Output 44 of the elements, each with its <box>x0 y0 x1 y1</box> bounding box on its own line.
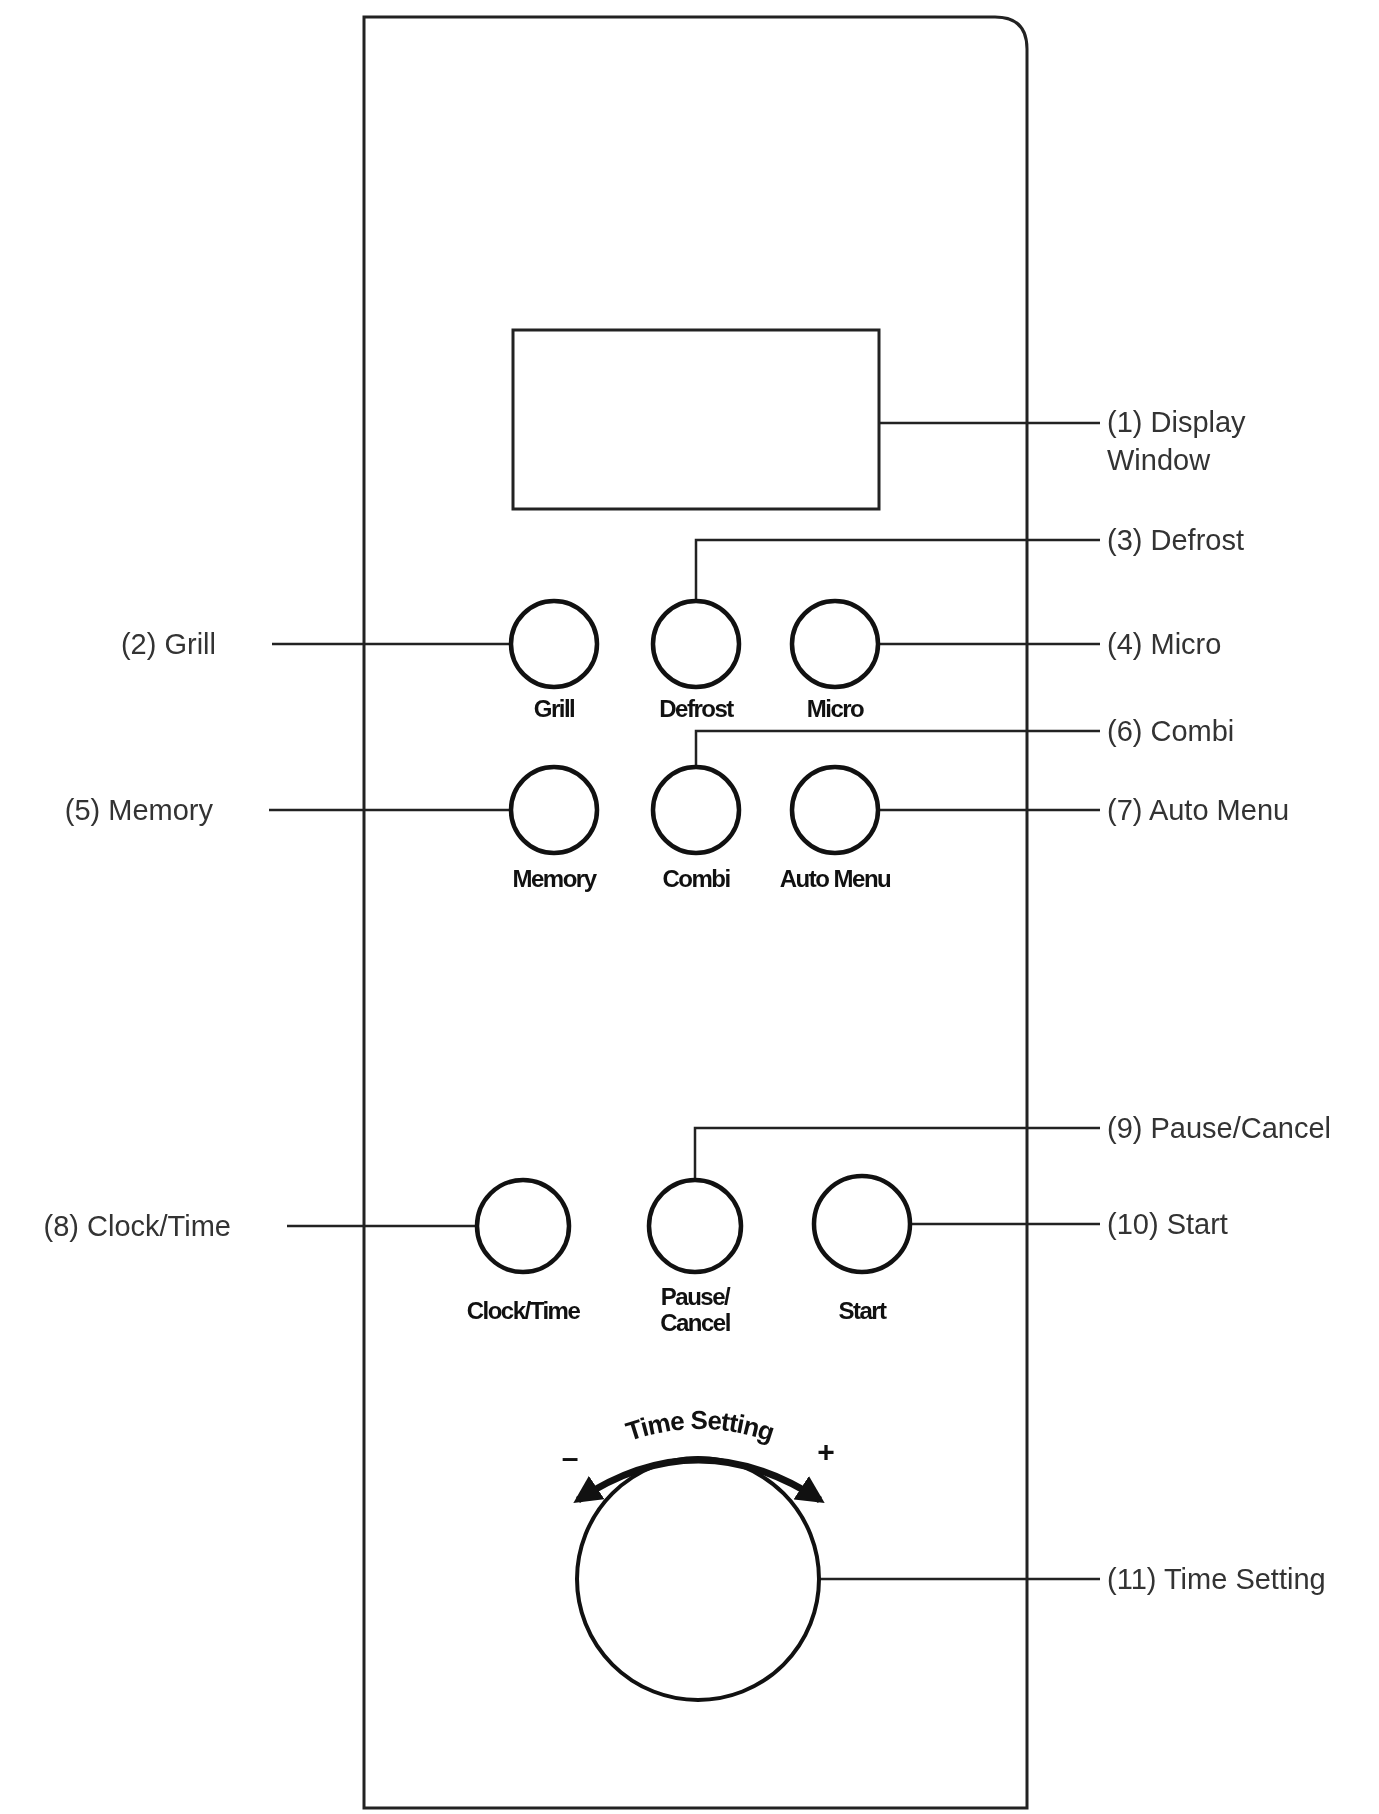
button-label: Micro <box>805 696 865 722</box>
callout-label: (10) Start <box>1107 1205 1228 1243</box>
callout-label: (2) Grill <box>120 625 216 663</box>
callout-label: (7) Auto Menu <box>1107 791 1290 829</box>
leader-line <box>694 538 1100 601</box>
leader-line <box>910 1222 1100 1226</box>
round-button <box>508 764 600 856</box>
callout-label: (9) Pause/Cancel <box>1107 1109 1332 1147</box>
button-label: Combi <box>661 866 731 892</box>
button-label: Auto Menu <box>778 866 892 892</box>
callout-label: (11) Time Setting <box>1107 1560 1326 1598</box>
button-label: Start <box>837 1298 888 1324</box>
leader-line <box>269 808 511 812</box>
leader-line <box>272 642 511 646</box>
button-label: Memory <box>511 866 598 892</box>
leader-line <box>878 642 1100 646</box>
plus-sign: + <box>817 1435 835 1468</box>
button-label: Grill <box>532 696 576 722</box>
round-button <box>650 764 742 856</box>
round-button <box>811 1173 913 1275</box>
callout-label: (5) Memory <box>64 791 213 829</box>
dial-label: Time Setting <box>622 1405 778 1448</box>
round-button <box>789 764 881 856</box>
leader-line <box>693 1126 1100 1180</box>
callout-label: (1) Display Window <box>1107 403 1307 479</box>
round-button <box>508 598 600 690</box>
callout-label: (4) Micro <box>1107 625 1222 663</box>
callout-label: (3) Defrost <box>1107 521 1244 559</box>
leader-line <box>878 808 1100 812</box>
round-button <box>650 598 742 690</box>
minus-sign: – <box>561 1441 579 1474</box>
button-label: Clock/Time <box>465 1298 581 1324</box>
round-button <box>789 598 881 690</box>
round-button <box>474 1177 572 1275</box>
callout-label: (8) Clock/Time <box>43 1207 231 1245</box>
leader-line <box>819 1577 1100 1581</box>
button-label: Defrost <box>658 696 735 722</box>
button-label: Pause/ Cancel <box>659 1284 731 1336</box>
callout-label: (6) Combi <box>1107 712 1235 750</box>
leader-line <box>694 729 1100 767</box>
display-window <box>511 328 881 511</box>
round-button <box>646 1177 744 1275</box>
leader-line <box>287 1224 477 1228</box>
leader-line <box>879 421 1100 425</box>
